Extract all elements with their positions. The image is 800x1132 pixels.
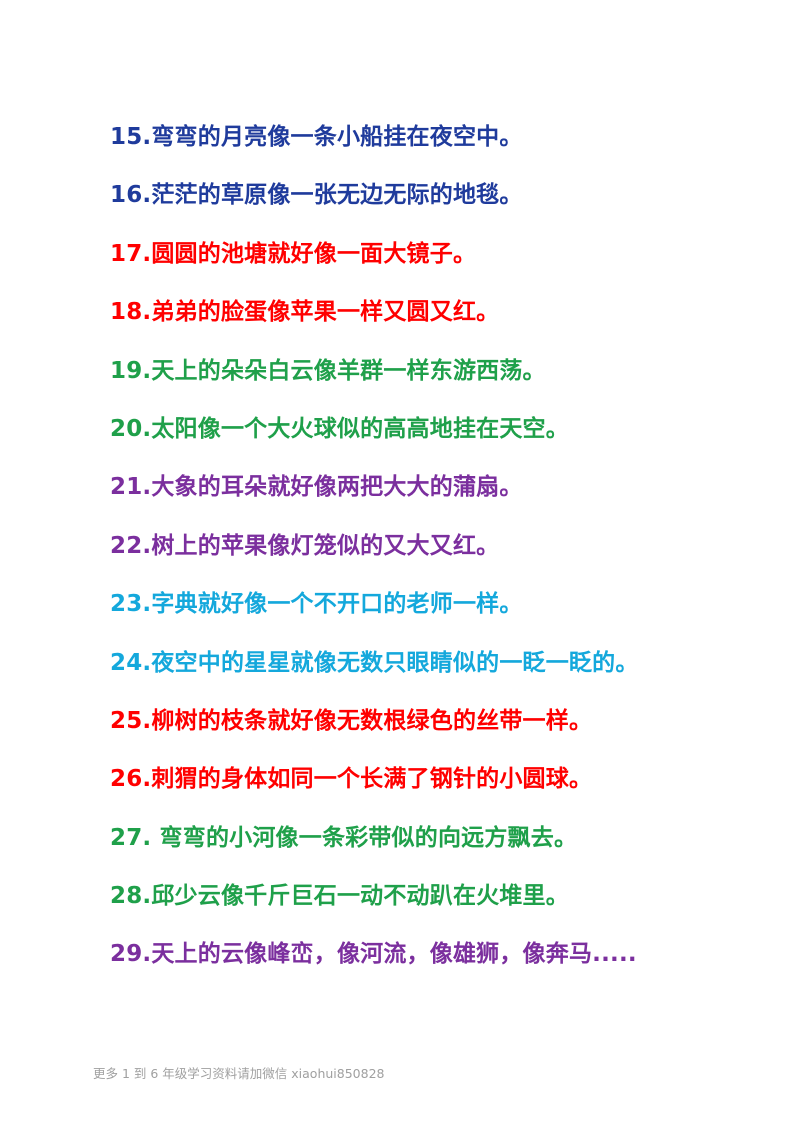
sentence-item: 16.茫茫的草原像一张无边无际的地毯。 bbox=[110, 182, 523, 209]
sentence-item: 22.树上的苹果像灯笼似的又大又红。 bbox=[110, 532, 500, 559]
sentence-item: 24.夜空中的星星就像无数只眼睛似的一眨一眨的。 bbox=[110, 649, 639, 676]
sentence-item: 18.弟弟的脸蛋像苹果一样又圆又红。 bbox=[110, 299, 500, 326]
sentence-item: 29.天上的云像峰峦，像河流，像雄狮，像奔马..... bbox=[110, 941, 637, 968]
sentence-item: 25.柳树的枝条就好像无数根绿色的丝带一样。 bbox=[110, 707, 593, 734]
sentence-item: 20.太阳像一个大火球似的高高地挂在天空。 bbox=[110, 415, 569, 442]
sentence-item: 19.天上的朵朵白云像羊群一样东游西荡。 bbox=[110, 357, 546, 384]
sentence-item: 28.邱少云像千斤巨石一动不动趴在火堆里。 bbox=[110, 883, 569, 910]
sentence-list: 15.弯弯的月亮像一条小船挂在夜空中。 16.茫茫的草原像一张无边无际的地毯。 … bbox=[110, 116, 790, 992]
footer-note: 更多 1 到 6 年级学习资料请加微信 xiaohui850828 bbox=[93, 1066, 385, 1081]
sentence-item: 15.弯弯的月亮像一条小船挂在夜空中。 bbox=[110, 124, 523, 150]
sentence-item: 17.圆圆的池塘就好像一面大镜子。 bbox=[110, 240, 477, 267]
sentence-item: 23.字典就好像一个不开口的老师一样。 bbox=[110, 591, 523, 618]
sentence-item: 26.刺猬的身体如同一个长满了钢针的小圆球。 bbox=[110, 766, 593, 793]
sentence-item: 27. 弯弯的小河像一条彩带似的向远方飘去。 bbox=[110, 824, 578, 851]
sentence-item: 21.大象的耳朵就好像两把大大的蒲扇。 bbox=[110, 474, 523, 501]
